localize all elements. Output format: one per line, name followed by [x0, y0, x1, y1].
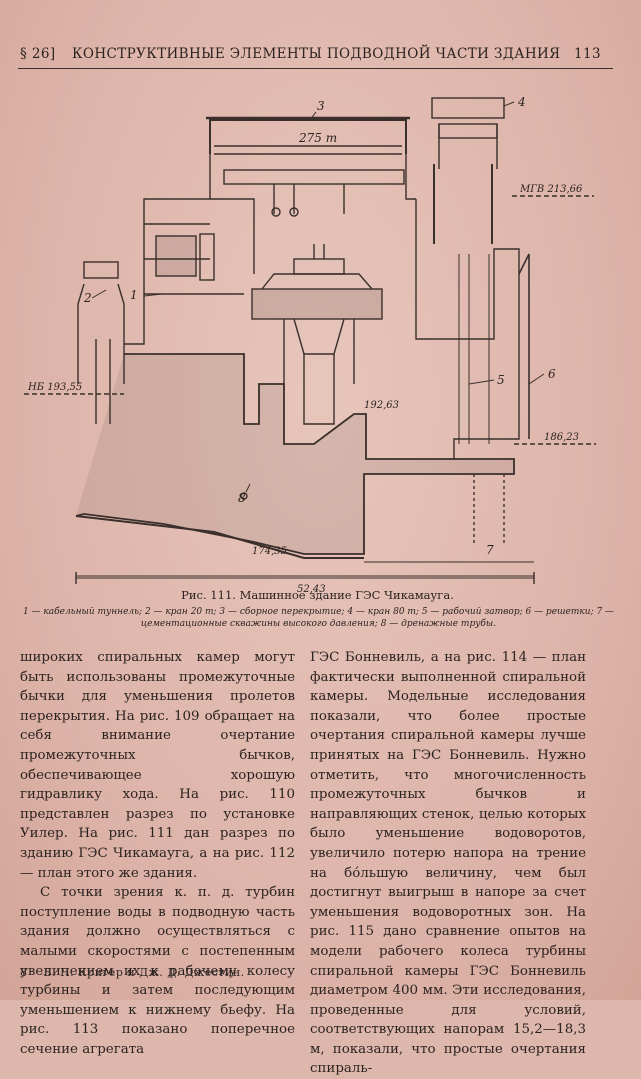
label-8: 8 — [238, 491, 246, 505]
label-2: 2 — [83, 291, 92, 305]
running-title: КОНСТРУКТИВНЫЕ ЭЛЕМЕНТЫ ПОДВОДНОЙ ЧАСТИ … — [72, 46, 561, 62]
signature-mark: 8 — [20, 966, 28, 979]
paragraph: широких спиральных камер могут быть испо… — [20, 650, 295, 881]
label-6: 6 — [548, 367, 556, 381]
section-number: § 26] — [20, 46, 56, 62]
text-column-right: ГЭС Бонневиль, а на рис. 114 — план факт… — [310, 648, 586, 1079]
upstream-level-label: МГВ 213,66 — [519, 184, 583, 195]
page-number: 113 — [574, 46, 601, 62]
elevation-174-label: 174,35 — [252, 546, 287, 557]
figure-legend: 1 — кабельный туннель; 2 — кран 20 т; 3 … — [22, 607, 615, 629]
header-rule — [18, 68, 613, 69]
authors: В. П. Кригер и Дж. Д. Джестин. — [43, 966, 245, 979]
powerhouse-section-drawing: 3 4 1 2 5 6 7 8 275 т МГВ 213,66 НБ 193,… — [24, 95, 596, 595]
label-7: 7 — [486, 543, 494, 557]
page-footer: 8 В. П. Кригер и Дж. Д. Джестин. — [20, 966, 245, 979]
downstream-level-label: НБ 193,55 — [27, 382, 82, 393]
text-column-left: широких спиральных камер могут быть испо… — [20, 648, 295, 1059]
label-1: 1 — [130, 288, 138, 302]
width-dimension-label: 52,43 — [297, 584, 326, 595]
figure-caption: Рис. 111. Машинное здание ГЭС Чикамауга. — [181, 588, 454, 602]
paragraph: ГЭС Бонневиль, а на рис. 114 — план факт… — [310, 650, 586, 1077]
label-4: 4 — [517, 95, 526, 109]
running-header: § 26] КОНСТРУКТИВНЫЕ ЭЛЕМЕНТЫ ПОДВОДНОЙ … — [20, 46, 601, 68]
label-3: 3 — [317, 99, 325, 113]
label-5: 5 — [497, 373, 505, 387]
elevation-192-label: 192,63 — [364, 400, 399, 411]
elevation-186-label: 186,23 — [544, 432, 579, 443]
crane-load-label: 275 т — [298, 131, 337, 145]
